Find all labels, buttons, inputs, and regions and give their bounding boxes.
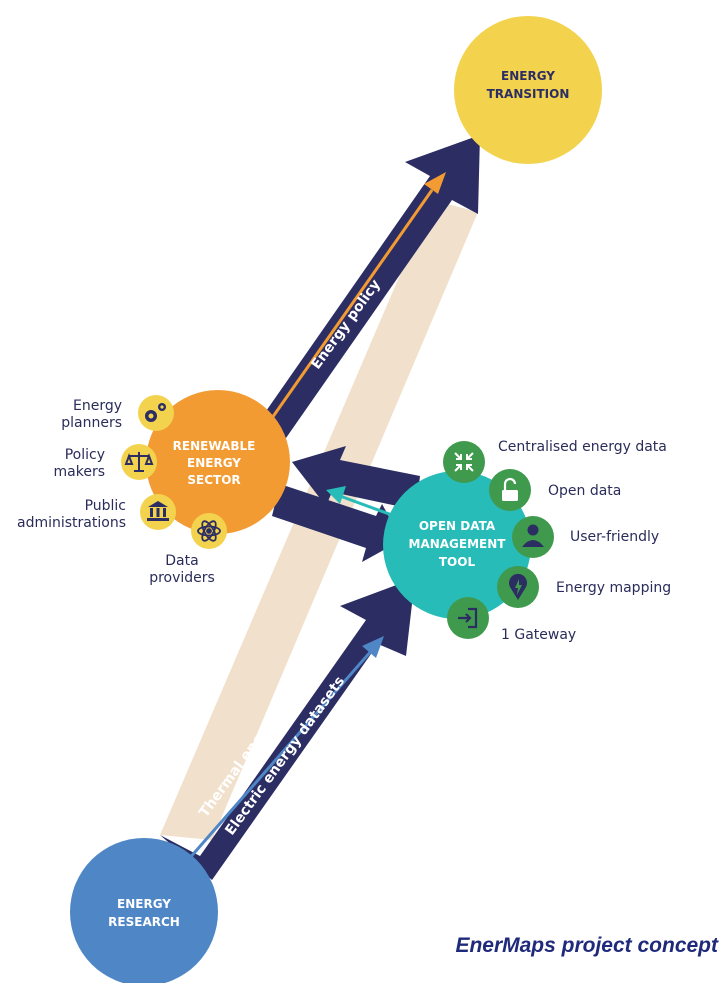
energy-transition-label-1: ENERGY — [501, 69, 555, 83]
feature-label: Centralised energy data — [498, 439, 667, 455]
feature-centralised-data: Centralised energy data — [443, 439, 667, 483]
energy-policy-arrowhead — [424, 172, 446, 194]
feature-energy-mapping: Energy mapping — [497, 566, 671, 608]
actor-label: planners — [61, 415, 122, 431]
energy-transition-node — [454, 16, 602, 164]
energy-policy-line — [256, 189, 434, 439]
feature-user-friendly: User-friendly — [512, 516, 659, 558]
renewable-sector-label-3: SECTOR — [187, 473, 240, 487]
institution-icon — [147, 501, 169, 521]
gears-icon — [145, 403, 166, 422]
actor-label: Policy — [65, 447, 105, 463]
energy-research-node — [70, 838, 218, 983]
energy-research-label-1: ENERGY — [117, 897, 171, 911]
data-tool-label-2: MANAGEMENT — [409, 537, 507, 551]
actor-label: makers — [54, 464, 106, 480]
compress-icon — [454, 452, 474, 472]
actor-label: Energy — [73, 398, 122, 414]
feature-open-data: Open data — [489, 469, 621, 511]
actor-label: Public — [85, 498, 126, 514]
user-icon — [522, 524, 544, 547]
arrow-to-transition — [218, 135, 480, 438]
feature-label: 1 Gateway — [501, 627, 576, 643]
actor-label: providers — [149, 570, 215, 586]
electric-datasets-arrowhead — [362, 636, 384, 658]
arrow-to-tool — [160, 578, 415, 880]
electric-datasets-line — [186, 649, 374, 861]
actor-label: Data — [165, 553, 198, 569]
scales-icon — [124, 452, 154, 472]
feature-gateway: 1 Gateway — [447, 597, 576, 643]
atom-icon — [197, 520, 221, 542]
actor-data-providers: Data providers — [149, 513, 227, 586]
actor-energy-planners: Energy planners — [61, 395, 174, 431]
feature-label: Energy mapping — [556, 580, 671, 596]
unlock-icon — [502, 477, 518, 501]
data-tool-label-3: TOOL — [439, 555, 476, 569]
map-pin-icon — [509, 573, 527, 600]
energy-research-label-2: RESEARCH — [108, 915, 180, 929]
data-tool-node — [383, 471, 531, 619]
feature-label: User-friendly — [570, 529, 659, 545]
renewable-sector-node — [146, 390, 290, 534]
renewable-sector-label-1: RENEWABLE — [173, 439, 256, 453]
actor-policy-makers: Policy makers — [54, 444, 157, 480]
arrow-tool-to-sector — [292, 446, 420, 510]
energy-transition-label-2: TRANSITION — [487, 87, 570, 101]
actor-public-administrations: Public administrations — [17, 494, 176, 531]
caption: EnerMaps project concept — [455, 934, 719, 957]
feature-label: Open data — [548, 483, 621, 499]
teal-feedback-arrowhead — [326, 486, 346, 504]
renewable-sector-label-2: ENERGY — [187, 456, 241, 470]
gateway-icon — [458, 607, 478, 629]
arrow-sector-to-tool — [272, 484, 402, 562]
actor-label: administrations — [17, 515, 126, 531]
data-tool-label-1: OPEN DATA — [419, 519, 496, 533]
